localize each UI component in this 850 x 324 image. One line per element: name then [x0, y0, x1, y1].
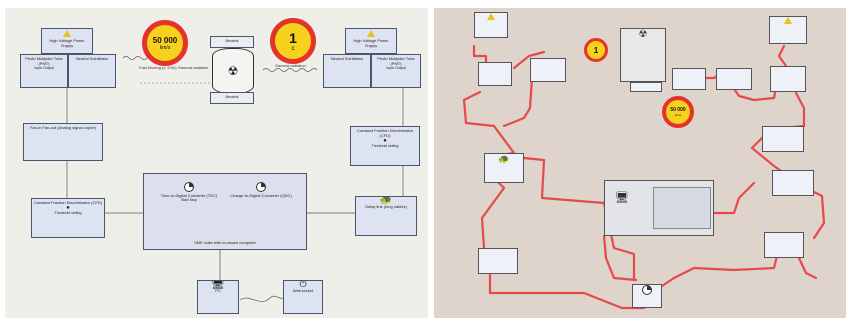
tdc-module: Time-to-Digital Converter (TDC) Start St… — [158, 182, 220, 202]
c-sign: 1 c — [270, 18, 316, 64]
card-pmt-right — [716, 68, 752, 90]
cfd-left: Constant Fraction Discriminator (CFD) ● … — [31, 198, 105, 238]
computer-icon: 🖥 — [211, 280, 225, 290]
card-tdc — [764, 232, 804, 258]
turtle-icon: 🐢 — [498, 154, 510, 164]
knob-icon: ● — [383, 138, 387, 144]
schematic-photo: High Voltage Power Supply Photo Multipli… — [5, 8, 428, 318]
right-wave-label: Gamma radiation — [275, 63, 306, 68]
hv-psu-left: High Voltage Power Supply — [41, 28, 93, 54]
crystal-left: Neutral Scintillator — [68, 54, 116, 88]
card-source: ☢ — [620, 28, 666, 82]
card-hv-psu-left — [474, 12, 508, 38]
cards-photo: 1 ☢ 50 000 km/s 🐢 🖥 — [434, 8, 846, 318]
cfd-right: Constant Fraction Discriminator (CFD) ● … — [350, 126, 420, 166]
clock-icon — [256, 182, 266, 192]
turtle-icon: 🐢 — [379, 196, 393, 206]
card-cfd-left — [478, 248, 518, 274]
speed-sign-small: 50 000 km/s — [662, 96, 694, 128]
source-container: ☢ — [212, 48, 254, 94]
hv-psu-right: High Voltage Power Supply — [345, 28, 397, 54]
card-pmt-left — [478, 62, 512, 86]
fan-in-fan-out: Fan-in Fan-out (Analog signal copier) — [23, 123, 103, 161]
delay-line: 🐢 Delay line (long cables) — [355, 196, 417, 236]
card-hv-psu-right — [769, 16, 807, 44]
card-crystal-left — [530, 58, 566, 82]
card-vme-crate: 🖥 — [604, 180, 714, 236]
card-fan-in: 🐢 — [484, 153, 524, 183]
card-cfd-right — [762, 126, 804, 152]
card-pc — [632, 284, 662, 308]
card-cfd-right-upper — [770, 66, 806, 92]
pmt-right: Photo Multiplier Tube (PMT) Input Output — [371, 54, 421, 88]
qdc-module: Charge-to-Digital Converter (QDC) — [230, 182, 292, 198]
warning-icon — [63, 30, 71, 37]
radiation-icon: ☢ — [638, 29, 648, 40]
crystal-right: Neutral Scintillator — [323, 54, 371, 88]
warning-icon — [784, 17, 792, 24]
knob-icon: ● — [66, 205, 70, 211]
card-delay — [772, 170, 814, 196]
speed-sign: 50 000 km/s — [142, 20, 188, 66]
left-wave-label: Fast-Moving (c. 0.5c) Gamma radiation — [139, 65, 209, 70]
warning-icon — [367, 30, 375, 37]
neutral-bottom: Neutral — [210, 92, 254, 104]
neutral-top: Neutral — [210, 36, 254, 48]
warning-icon — [487, 13, 495, 20]
card-neutral — [630, 82, 662, 92]
clock-icon — [642, 285, 652, 295]
wall-socket-box: ⏻ Wall socket — [283, 280, 323, 314]
plug-icon: ⏻ — [299, 280, 307, 289]
pmt-left: Photo Multiplier Tube (PMT) Input Output — [20, 54, 68, 88]
clock-icon — [184, 182, 194, 192]
card-crystal-right — [672, 68, 706, 90]
radiation-icon: ☢ — [227, 64, 239, 78]
computer-icon: 🖥 — [615, 192, 629, 204]
pc-box: 🖥 PC — [197, 280, 239, 314]
vme-crate: Time-to-Digital Converter (TDC) Start St… — [143, 173, 307, 250]
c-sign-small: 1 — [584, 38, 608, 62]
